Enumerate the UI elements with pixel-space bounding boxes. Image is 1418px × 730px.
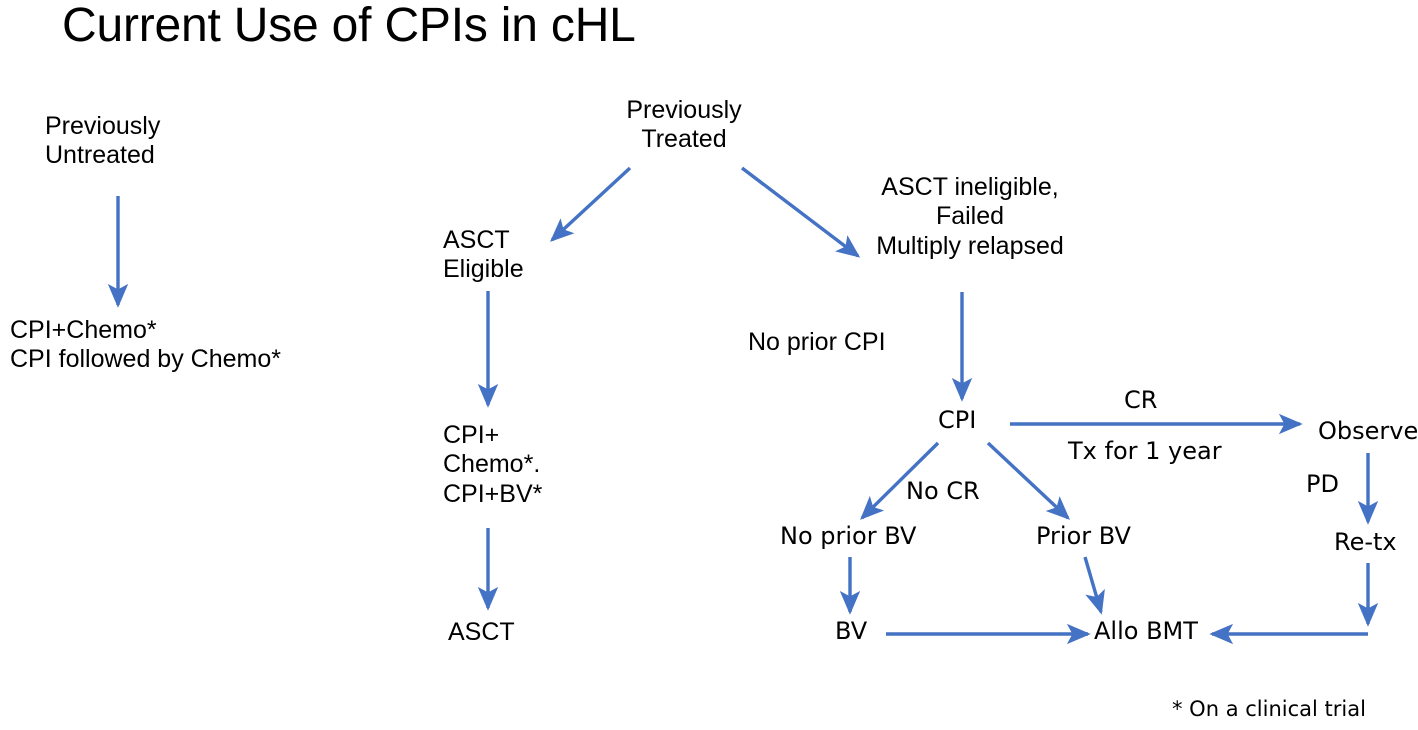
edge-label-no-cr: No CR bbox=[906, 477, 980, 505]
node-asct: ASCT bbox=[448, 618, 515, 646]
node-observe: Observe bbox=[1318, 417, 1418, 445]
page-title: Current Use of CPIs in cHL bbox=[62, 0, 636, 52]
node-asct-eligible: ASCT Eligible bbox=[443, 226, 524, 284]
edge-treated-to-asct-eligible bbox=[550, 166, 632, 242]
edge-label-cr: CR bbox=[1124, 386, 1158, 414]
node-cpi: CPI bbox=[938, 406, 977, 434]
edge-label-tx-for-1-year: Tx for 1 year bbox=[1068, 437, 1222, 465]
node-bv: BV bbox=[835, 617, 868, 645]
node-re-tx: Re-tx bbox=[1334, 528, 1397, 556]
node-allo-bmt: Allo BMT bbox=[1094, 617, 1198, 645]
edge-label-pd: PD bbox=[1306, 470, 1339, 498]
footnote: * On a clinical trial bbox=[1172, 697, 1366, 721]
edge-label-no-prior-cpi: No prior CPI bbox=[748, 328, 886, 356]
node-asct-ineligible: ASCT ineligible, Failed Multiply relapse… bbox=[876, 173, 1064, 260]
edge-prior-bv-to-allo-bmt bbox=[1083, 556, 1105, 615]
node-cpi-chemo-untreated: CPI+Chemo* CPI followed by Chemo* bbox=[10, 316, 281, 374]
edge-cpi-to-prior-bv bbox=[986, 441, 1070, 520]
node-prior-bv: Prior BV bbox=[1036, 522, 1131, 550]
node-no-prior-bv: No prior BV bbox=[780, 522, 917, 550]
node-previously-treated: Previously Treated bbox=[626, 96, 742, 154]
node-cpi-chemo-bv: CPI+ Chemo*. CPI+BV* bbox=[443, 421, 543, 508]
node-previously-untreated: Previously Untreated bbox=[45, 112, 161, 170]
